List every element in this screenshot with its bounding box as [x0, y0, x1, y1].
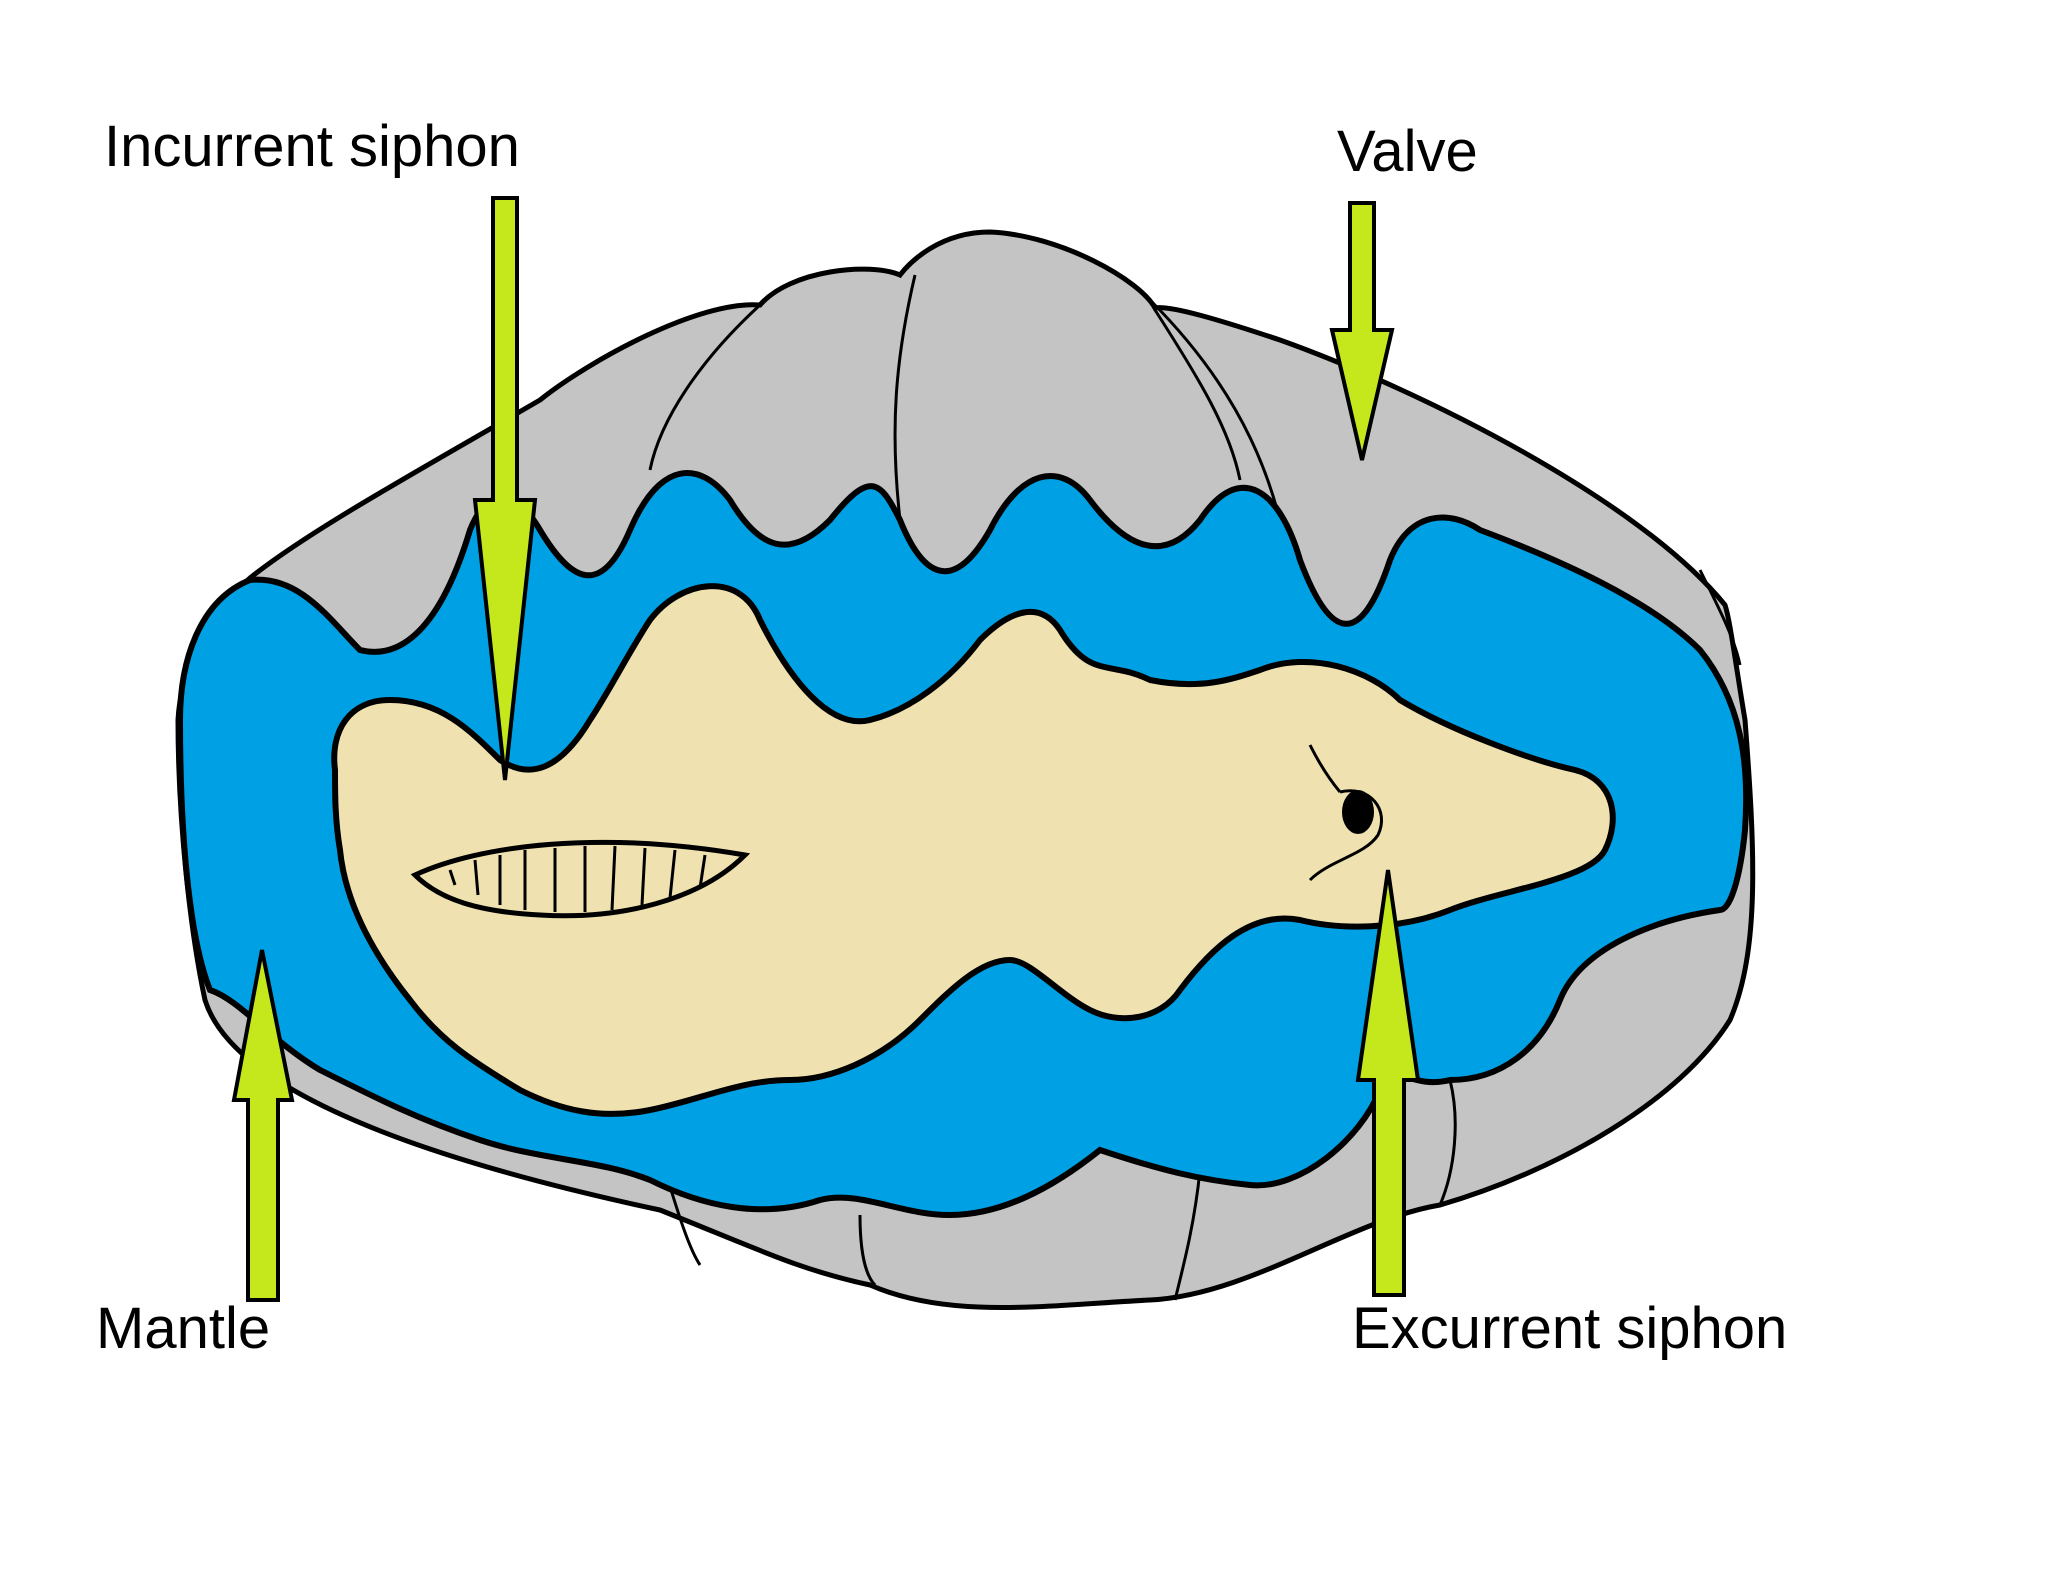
- valve-arrow: [1329, 201, 1395, 461]
- valve-label: Valve: [1337, 119, 1478, 184]
- shell-rib: [858, 1214, 877, 1287]
- incurrent-arrow: [472, 196, 538, 781]
- excurrent-rim: [1308, 744, 1342, 793]
- shell-rib: [648, 303, 762, 471]
- shell-rib: [893, 274, 917, 521]
- incurrent-siphon-label: Incurrent siphon: [104, 114, 520, 179]
- clam-body: [331, 583, 1616, 1117]
- slit-teeth: [448, 845, 707, 912]
- excurrent-rim: [1308, 789, 1384, 882]
- mantle-label: Mantle: [96, 1296, 271, 1361]
- excurrent-opening: [1342, 790, 1374, 834]
- excurrent-siphon-label: Excurrent siphon: [1352, 1296, 1788, 1361]
- shell-rib: [1698, 569, 1742, 666]
- shell-rib: [1173, 1169, 1202, 1301]
- shell-rib: [1153, 309, 1242, 481]
- mantle-arrow: [231, 949, 295, 1302]
- body-outline: [331, 583, 1616, 1117]
- excurrent-arrow: [1355, 869, 1421, 1297]
- shell-rib: [1438, 1079, 1457, 1206]
